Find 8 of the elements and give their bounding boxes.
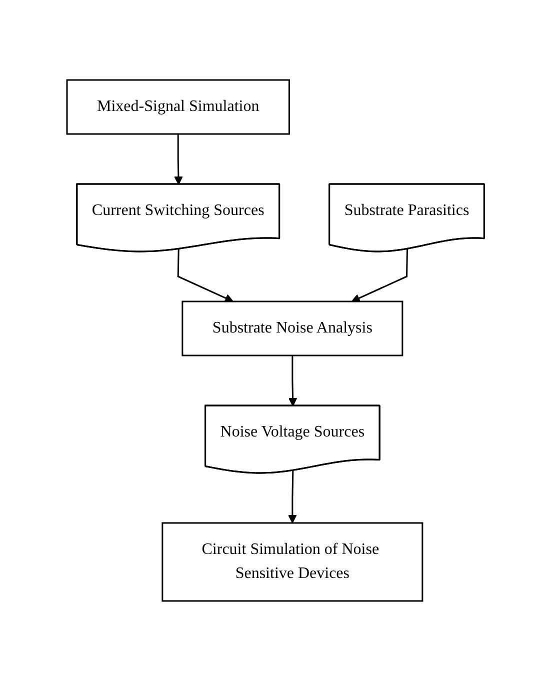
arrow [288,355,298,406]
arrow [288,470,297,523]
node-box: Substrate Noise Analysis [182,300,404,356]
node-box: Circuit Simulation of Noise Sensitive Devices [162,522,424,602]
node-box: Mixed-Signal Simulation [66,78,290,134]
arrow [174,134,183,184]
arrow [177,248,234,302]
arrow [351,248,408,302]
